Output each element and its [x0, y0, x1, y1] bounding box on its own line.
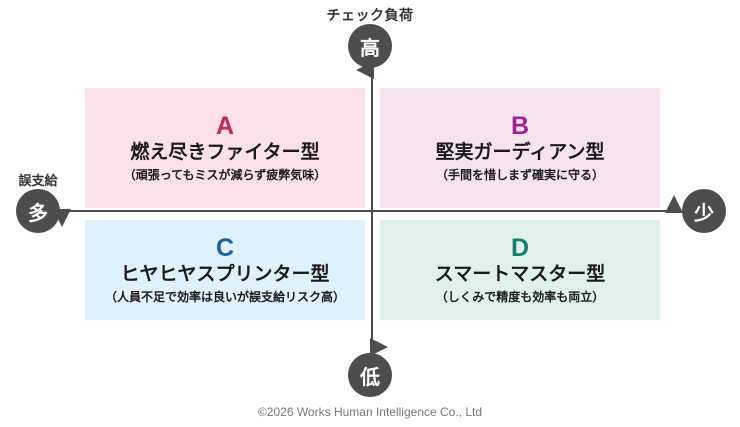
quadrant-a-letter: A [215, 111, 235, 140]
quadrant-b-name: 堅実ガーディアン型 [435, 141, 605, 163]
quadrant-a: A 燃え尽きファイター型 （頑張ってもミスが減らず疲弊気味） [85, 88, 365, 208]
quadrant-c-letter: C [215, 233, 235, 262]
quadrant-a-name: 燃え尽きファイター型 [130, 141, 320, 163]
axis-endpoint-low: 低 [348, 353, 392, 397]
quadrant-d-name: スマートマスター型 [434, 263, 606, 285]
axis-endpoint-few: 少 [682, 189, 726, 233]
vertical-axis-title: チェック負荷 [326, 7, 414, 23]
copyright-footer: ©2026 Works Human Intelligence Co., Ltd [257, 405, 483, 419]
quadrant-d-description: （しくみで精度も効率も両立） [435, 289, 605, 304]
axis-endpoint-high: 高 [348, 24, 392, 68]
quadrant-c: C ヒヤヒヤスプリンター型 （人員不足で効率は良いが誤支給リスク高） [85, 220, 365, 320]
quadrant-a-description: （頑張ってもミスが減らず疲弊気味） [123, 167, 327, 182]
quadrant-c-description: （人員不足で効率は良いが誤支給リスク高） [104, 289, 345, 304]
quadrant-d: D スマートマスター型 （しくみで精度も効率も両立） [380, 220, 660, 320]
quadrant-b-letter: B [510, 111, 530, 140]
axis-endpoint-many: 多 [16, 189, 60, 233]
quadrant-b: B 堅実ガーディアン型 （手間を惜しまず確実に守る） [380, 88, 660, 208]
quadrant-d-letter: D [510, 233, 530, 262]
horizontal-axis-title: 誤支給 [18, 173, 58, 188]
quadrant-c-name: ヒヤヒヤスプリンター型 [120, 263, 330, 285]
quadrant-b-description: （手間を惜しまず確実に守る） [435, 167, 604, 182]
